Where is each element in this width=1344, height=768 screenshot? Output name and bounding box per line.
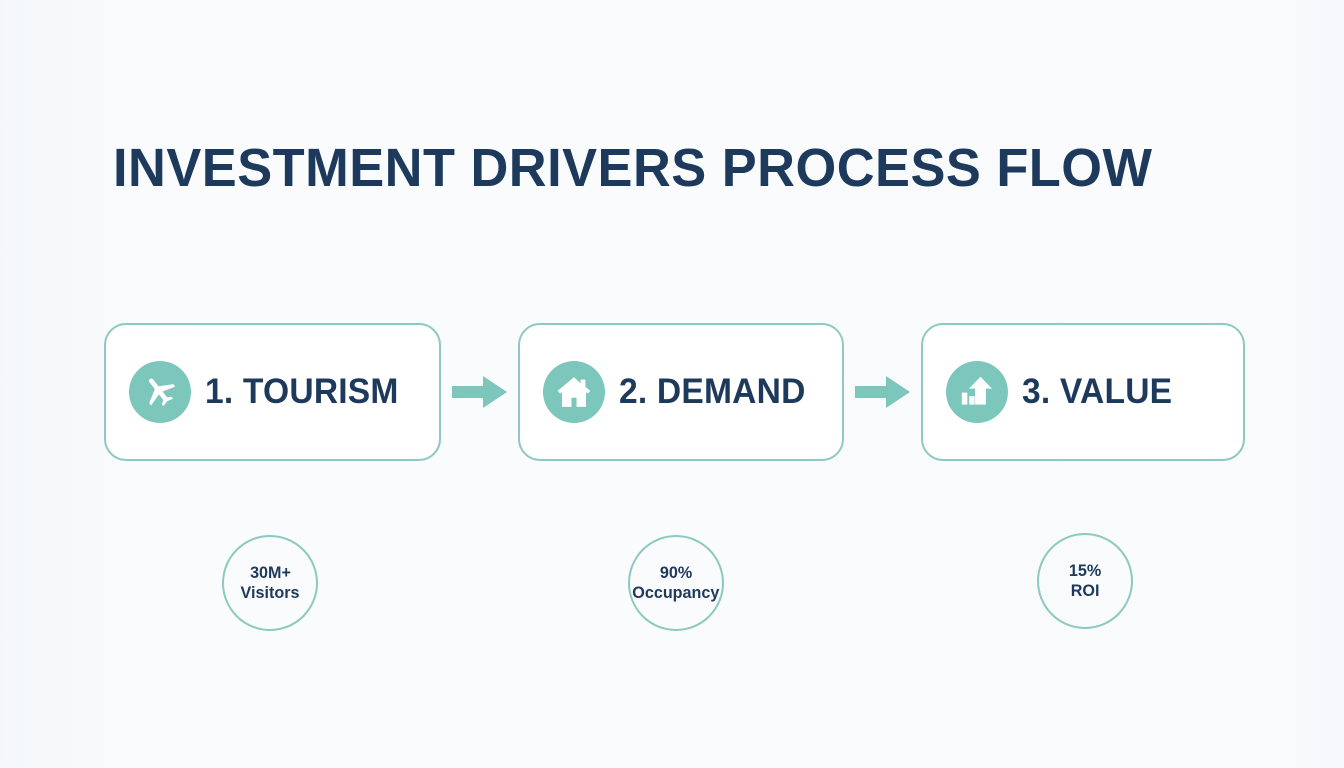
flow-connector-1 [441, 375, 518, 409]
flow-step-label: 2. DEMAND [619, 372, 806, 411]
stat-badge-roi: 15% ROI [1037, 533, 1133, 629]
stat-badge-occupancy: 90% Occupancy [628, 535, 724, 631]
flow-step-tourism[interactable]: 1. TOURISM [104, 323, 441, 461]
process-flow-row: 1. TOURISM 2. DEMAND [104, 323, 1245, 461]
stat-badge-visitors: 30M+ Visitors [222, 535, 318, 631]
stat-caption: ROI [1070, 581, 1100, 600]
stat-value: 30M+ [249, 562, 291, 582]
flow-connector-2 [844, 375, 921, 409]
flow-step-demand[interactable]: 2. DEMAND [518, 323, 844, 461]
stat-caption: Occupancy [632, 583, 720, 602]
stat-value: 15% [1068, 560, 1102, 580]
arrow-right-icon [451, 375, 508, 409]
growth-arrow-icon [946, 361, 1008, 423]
airplane-icon [129, 361, 191, 423]
flow-step-label: 3. VALUE [1022, 372, 1173, 411]
flow-step-value[interactable]: 3. VALUE [921, 323, 1245, 461]
stat-caption: Visitors [240, 583, 300, 602]
stat-value: 90% [659, 562, 693, 582]
house-icon [543, 361, 605, 423]
page-title: INVESTMENT DRIVERS PROCESS FLOW [113, 138, 1153, 198]
flow-step-label: 1. TOURISM [205, 372, 399, 411]
arrow-right-icon [854, 375, 911, 409]
